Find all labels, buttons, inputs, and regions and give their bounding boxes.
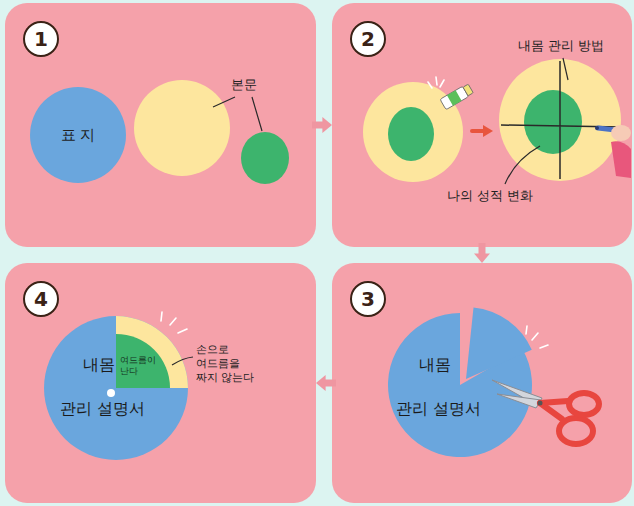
cut-booklet: 내몸 관리 설명서 [388,313,532,457]
sector-text: 여드름이 난다 [120,355,160,377]
cover-circle: 표 지 [30,87,126,183]
callout-label: 나의 성적 변화 [447,187,533,204]
leader-line [213,97,262,131]
sparkle [161,312,187,333]
flow-arrow [312,117,332,133]
step-number: 3 [350,281,386,317]
cover-label: 표 지 [30,125,126,145]
step-panel: 3 내몸 관리 설명서 [332,263,632,503]
glue-stick [440,83,474,109]
booklet-title: 내몸 관리 설명서 [396,343,485,431]
inner-sector: 여드름이 난다 [116,334,170,388]
flow-arrow [474,243,490,263]
step-panel: 4내몸 관리 설명서여드름이 난다 [5,263,316,503]
step-number: 2 [350,21,386,57]
sparkle [526,326,548,348]
scissors [492,380,599,444]
glued-pages [363,82,463,182]
drawn-pages [499,59,621,181]
red-arrow [472,125,493,137]
step-number: 1 [23,21,59,57]
finished-booklet: 내몸 관리 설명서여드름이 난다 [44,316,188,460]
cut-circle-shape [388,313,532,457]
leader-line [505,146,540,184]
callout-label: 내몸 관리 방법 [518,37,604,54]
callout-label: 본문 [231,76,257,93]
flow-arrow [316,375,336,391]
hand-with-pen [595,125,631,178]
leader-line [172,357,193,365]
leader-line [563,58,568,80]
callout-label: 손으로 여드름을 짜지 않는다 [196,343,259,385]
step-number: 4 [23,281,59,317]
sparkle [428,77,444,88]
body-pages [134,80,289,184]
